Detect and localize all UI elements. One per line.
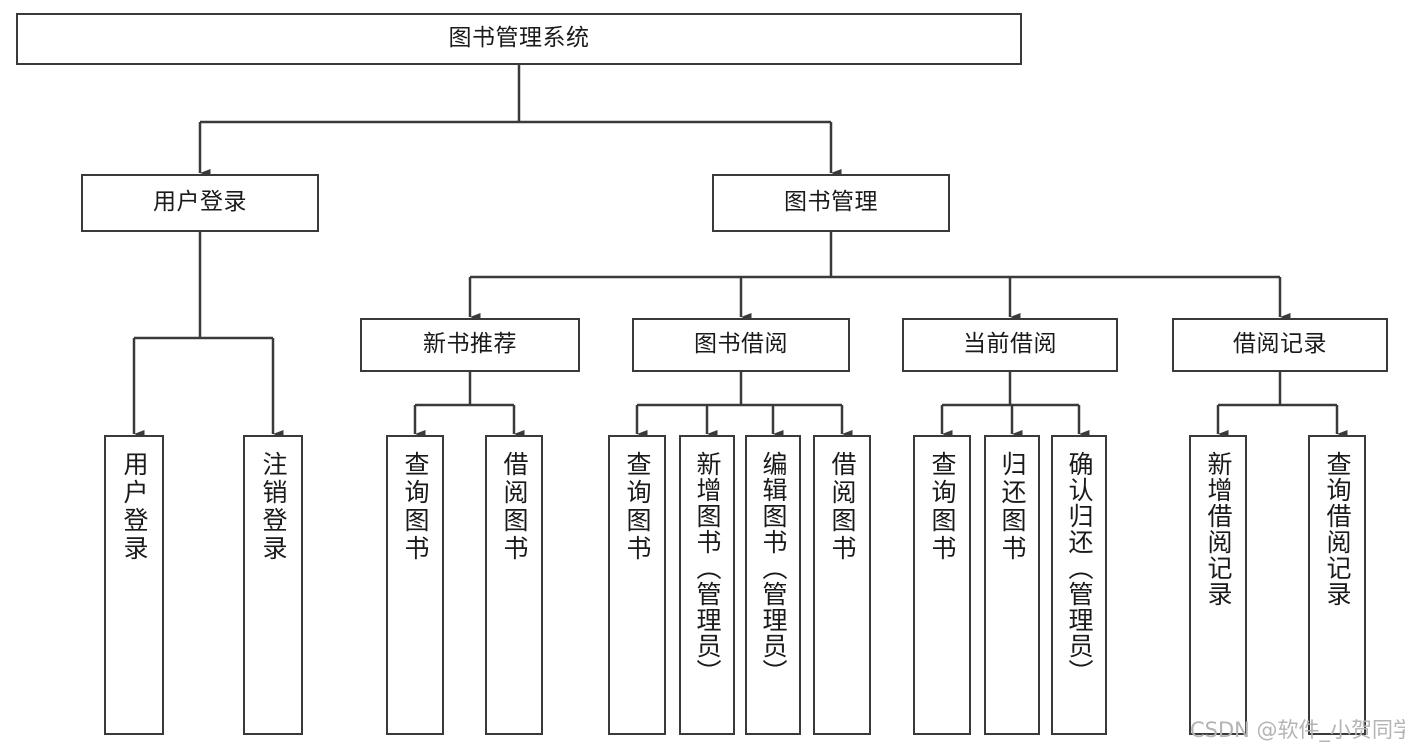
- node-borrow-record[interactable]: 借阅记录: [1172, 318, 1388, 372]
- node-leaf-rec-borrow[interactable]: 借阅图书: [485, 435, 543, 735]
- node-label-leaf-borrow-add: 新增图书（管理员）: [693, 451, 722, 685]
- node-label-leaf-user-logout: 注销登录: [259, 451, 288, 563]
- node-label-leaf-cur-confirm: 确认归还（管理员）: [1065, 451, 1094, 685]
- node-book-manage[interactable]: 图书管理: [712, 174, 950, 232]
- node-leaf-cur-query[interactable]: 查询图书: [913, 435, 971, 735]
- node-label-leaf-borrow-do: 借阅图书: [828, 451, 857, 563]
- node-label-leaf-cur-query: 查询图书: [928, 451, 957, 563]
- node-leaf-borrow-add[interactable]: 新增图书（管理员）: [679, 435, 735, 735]
- node-label-leaf-rec-query2: 查询借阅记录: [1323, 451, 1352, 607]
- node-book-borrow[interactable]: 图书借阅: [632, 318, 850, 372]
- node-leaf-user-login[interactable]: 用户登录: [104, 435, 164, 735]
- node-label-user-login: 用户登录: [153, 189, 247, 216]
- node-leaf-cur-return[interactable]: 归还图书: [984, 435, 1040, 735]
- node-label-leaf-user-login: 用户登录: [120, 451, 149, 563]
- node-leaf-rec-query2[interactable]: 查询借阅记录: [1308, 435, 1366, 735]
- node-leaf-borrow-edit[interactable]: 编辑图书（管理员）: [745, 435, 801, 735]
- node-root[interactable]: 图书管理系统: [16, 13, 1022, 65]
- node-label-leaf-rec-query: 查询图书: [401, 451, 430, 563]
- node-user-login[interactable]: 用户登录: [81, 174, 319, 232]
- node-label-leaf-borrow-edit: 编辑图书（管理员）: [759, 451, 788, 685]
- node-label-leaf-rec-borrow: 借阅图书: [500, 451, 529, 563]
- node-current-borrow[interactable]: 当前借阅: [902, 318, 1118, 372]
- node-label-root: 图书管理系统: [448, 25, 590, 52]
- node-label-leaf-borrow-query: 查询图书: [623, 451, 652, 563]
- watermark-text: CSDN @软件_小贺同学: [1190, 718, 1405, 742]
- node-label-new-book-rec: 新书推荐: [423, 331, 517, 358]
- node-new-book-rec[interactable]: 新书推荐: [360, 318, 580, 372]
- node-leaf-cur-confirm[interactable]: 确认归还（管理员）: [1051, 435, 1107, 735]
- node-leaf-borrow-do[interactable]: 借阅图书: [813, 435, 871, 735]
- node-leaf-borrow-query[interactable]: 查询图书: [608, 435, 666, 735]
- node-leaf-user-logout[interactable]: 注销登录: [243, 435, 303, 735]
- node-label-leaf-rec-add: 新增借阅记录: [1204, 451, 1233, 607]
- node-label-borrow-record: 借阅记录: [1233, 331, 1327, 358]
- node-label-book-borrow: 图书借阅: [694, 331, 788, 358]
- node-leaf-rec-query[interactable]: 查询图书: [386, 435, 444, 735]
- node-label-current-borrow: 当前借阅: [963, 331, 1057, 358]
- node-label-book-manage: 图书管理: [784, 189, 878, 216]
- node-leaf-rec-add[interactable]: 新增借阅记录: [1189, 435, 1247, 735]
- node-label-leaf-cur-return: 归还图书: [998, 451, 1027, 563]
